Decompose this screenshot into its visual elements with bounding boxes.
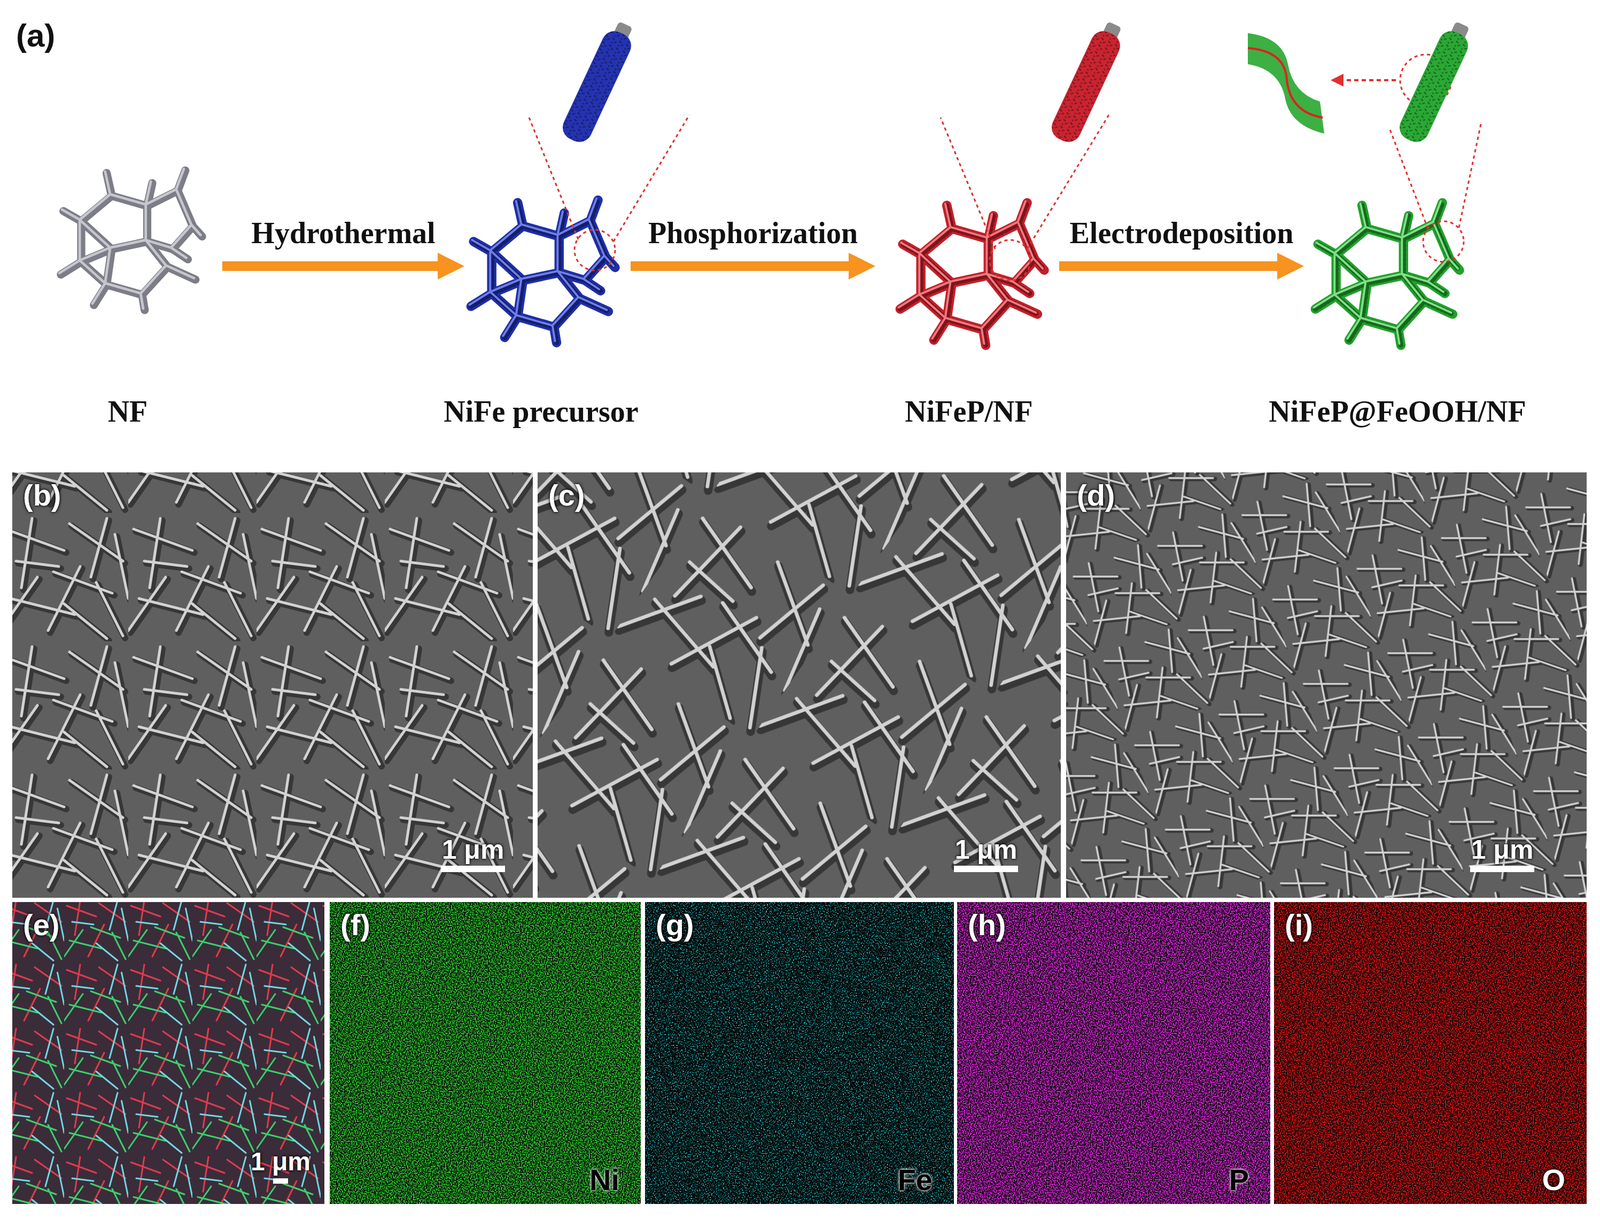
process-arrow bbox=[1059, 261, 1286, 271]
coated-rod bbox=[1395, 18, 1477, 146]
structure-label: NF bbox=[107, 395, 149, 429]
eds-map-panel: (h) P bbox=[957, 902, 1271, 1205]
element-label: O bbox=[1541, 1163, 1566, 1197]
scale-label: 1 μm bbox=[954, 835, 1018, 865]
eds-map-panel: (i) O bbox=[1274, 902, 1587, 1205]
twisted-nanosheet bbox=[1247, 33, 1325, 134]
scale-label: 1 μm bbox=[1471, 835, 1534, 865]
eds-map-fe bbox=[645, 902, 954, 1205]
zoom-arrow-head bbox=[1330, 73, 1344, 87]
step-label: Hydrothermal bbox=[251, 216, 436, 251]
element-label: P bbox=[1229, 1163, 1249, 1197]
step-label: Phosphorization bbox=[648, 216, 858, 251]
process-arrow bbox=[630, 261, 857, 271]
sem-image bbox=[1066, 472, 1587, 898]
eds-map-panel: (g) Fe bbox=[645, 902, 954, 1205]
structure-schematic: NiFeP@FeOOH/NF bbox=[1303, 176, 1491, 359]
precursor-foam bbox=[469, 198, 616, 343]
nickel-foam bbox=[59, 168, 203, 310]
eds-map-ground bbox=[329, 902, 641, 1205]
panel-letter: (a) bbox=[16, 18, 56, 54]
structure-schematic: NiFe precursor bbox=[464, 176, 631, 359]
sem-image bbox=[537, 472, 1061, 898]
panel-letter: (f) bbox=[340, 908, 371, 942]
element-label: Fe bbox=[897, 1163, 933, 1197]
panel-letter: (g) bbox=[655, 908, 695, 942]
scale-bar bbox=[1470, 865, 1535, 873]
phosphide-foam bbox=[898, 200, 1045, 346]
precursor-nanosheet-rod bbox=[558, 18, 640, 146]
coated-foam bbox=[1313, 200, 1460, 346]
phosphide-rod bbox=[1047, 18, 1129, 146]
eds-overlay-image bbox=[12, 902, 325, 1205]
eds-map-panel: (f) Ni bbox=[329, 902, 641, 1205]
sem-image-panel: (d) 1 μm bbox=[1066, 472, 1587, 898]
panel-letter: (b) bbox=[22, 478, 62, 512]
panel-letter: (e) bbox=[22, 908, 60, 942]
structure-label: NiFe precursor bbox=[443, 395, 639, 429]
panel-letter: (i) bbox=[1284, 908, 1314, 942]
eds-map-p bbox=[957, 902, 1271, 1205]
structure-label: NiFeP@FeOOH/NF bbox=[1268, 395, 1526, 429]
element-label: Ni bbox=[589, 1163, 620, 1197]
scale-label: 1 μm bbox=[250, 1147, 311, 1177]
sem-image-panel: (c) 1 μm bbox=[537, 472, 1061, 898]
eds-map-ground bbox=[957, 902, 1271, 1205]
panel-letter: (c) bbox=[548, 478, 585, 512]
zoom-arrow bbox=[1341, 79, 1396, 82]
scale-label: 1 μm bbox=[441, 835, 505, 865]
eds-map-ground bbox=[645, 902, 954, 1205]
sem-image-panel: (b) 1 μm bbox=[12, 472, 533, 898]
structure-schematic: NF bbox=[53, 149, 223, 343]
scale-bar bbox=[953, 865, 1019, 873]
process-arrow bbox=[222, 261, 446, 271]
structure-schematic: NiFeP/NF bbox=[875, 176, 1060, 359]
scale-bar bbox=[273, 1178, 289, 1184]
eds-map-ni bbox=[329, 902, 641, 1205]
eds-map-ground bbox=[1274, 902, 1587, 1205]
step-label: Electrodeposition bbox=[1069, 216, 1294, 251]
scale-bar bbox=[440, 865, 506, 873]
structure-label: NiFeP/NF bbox=[904, 395, 1033, 429]
panel-letter: (d) bbox=[1076, 478, 1116, 512]
eds-map-o bbox=[1274, 902, 1587, 1205]
zoom-leaders bbox=[529, 54, 1482, 281]
eds-overlay-panel: (e) 1 μm bbox=[12, 902, 325, 1205]
panel-letter: (h) bbox=[967, 908, 1007, 942]
sem-image bbox=[12, 472, 533, 898]
